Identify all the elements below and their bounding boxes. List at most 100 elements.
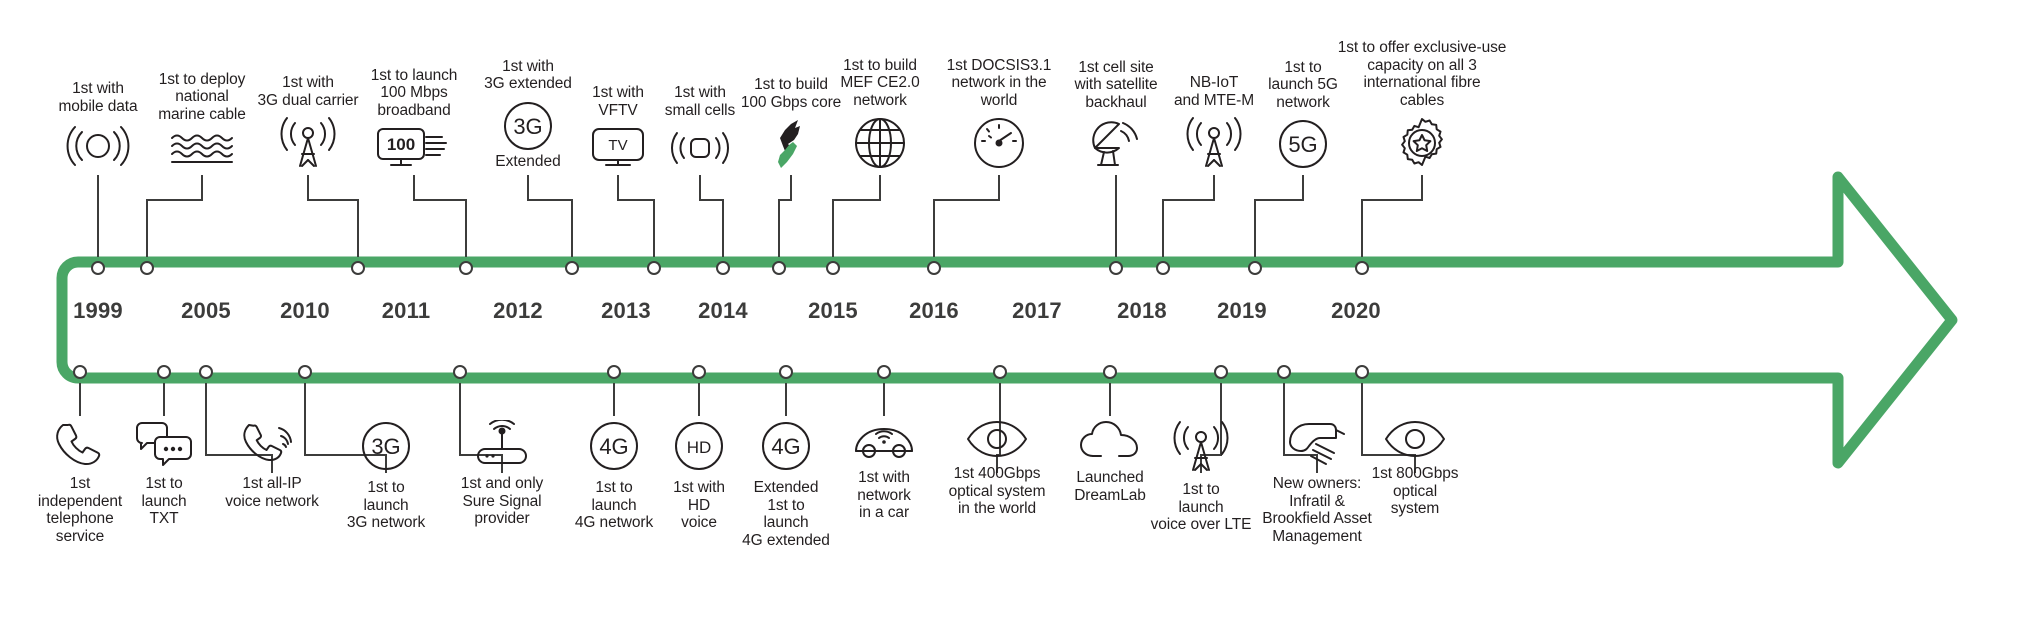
milestone-label: 1st to launch 5G network <box>1268 58 1338 111</box>
circle-3g-icon: 3G <box>448 100 608 152</box>
circle-hd-icon: HD <box>639 420 759 472</box>
milestone-label: 1st 800Gbps optical system <box>1371 465 1459 517</box>
milestone-label: 1st to build MEF CE2.0 network <box>840 56 920 109</box>
milestone-label: 1st DOCSIS3.1 network in the world <box>946 56 1052 109</box>
svg-text:TV: TV <box>608 137 627 154</box>
timeline-tick-dot <box>298 365 312 379</box>
top-milestone-7: 1st to build 100 Gbps core <box>711 0 871 170</box>
top-milestone-5: 1st with VFTV TV <box>543 0 693 170</box>
tv-icon: TV <box>543 126 693 170</box>
cell-tower-icon <box>1139 116 1289 170</box>
top-milestone-12: 1st to launch 5G network 5G <box>1233 0 1373 170</box>
bottom-milestone-7: 4G Extended 1st to launch 4G extended <box>706 420 866 549</box>
top-milestone-13: 1st to offer exclusive-use capacity on a… <box>1287 0 1557 170</box>
circle-5g-icon: 5G <box>1233 118 1373 170</box>
timeline-tick-dot <box>1355 261 1369 275</box>
timeline-tick-dot <box>927 261 941 275</box>
waves-icon <box>122 130 282 170</box>
year-label-2020: 2020 <box>1331 298 1381 323</box>
milestone-label: 1st cell site with satellite backhaul <box>1074 58 1158 111</box>
satellite-dish-icon <box>1034 118 1199 170</box>
year-label-2015: 2015 <box>808 298 858 323</box>
bottom-milestone-8: 1st with network in a car <box>814 420 954 522</box>
eye-icon <box>1340 420 1490 458</box>
milestone-label: 1st with HD voice <box>673 479 725 531</box>
milestone-label: 1st independent telephone service <box>37 475 123 545</box>
timeline-tick-dot <box>351 261 365 275</box>
milestone-sublabel: Extended <box>495 152 561 170</box>
svg-text:HD: HD <box>687 438 712 457</box>
milestone-label: NB-IoT and MTE-M <box>1173 74 1255 109</box>
top-milestone-11: NB-IoT and MTE-M <box>1139 0 1289 170</box>
svg-text:4G: 4G <box>599 434 628 459</box>
svg-text:5G: 5G <box>1288 132 1317 157</box>
svg-text:100: 100 <box>387 135 415 154</box>
timeline-tick-dot <box>565 261 579 275</box>
milestone-label: 1st with mobile data <box>58 80 138 115</box>
bottom-milestone-4: 1st and only Sure Signal provider <box>422 420 582 528</box>
small-cell-icon <box>625 126 775 170</box>
globe-icon <box>800 116 960 170</box>
year-label-2014: 2014 <box>698 298 748 323</box>
bottom-milestone-1: 1st to launch TXT <box>99 420 229 528</box>
top-milestone-8: 1st to build MEF CE2.0 network <box>800 0 960 170</box>
timeline-tick-dot <box>1109 261 1123 275</box>
timeline-tick-dot <box>1248 261 1262 275</box>
top-milestone-10: 1st cell site with satellite backhaul <box>1034 0 1199 170</box>
eye-icon <box>915 420 1080 458</box>
year-label-2011: 2011 <box>381 298 431 323</box>
timeline-tick-dot <box>772 261 786 275</box>
bottom-milestone-12: New owners: Infratil & Brookfield Asset … <box>1220 420 1415 545</box>
circle-4g-icon: 4G <box>706 420 866 472</box>
bottom-milestone-0: 1st independent telephone service <box>5 420 155 545</box>
milestone-label: 1st to offer exclusive-use capacity on a… <box>1337 39 1507 109</box>
milestone-label: Extended 1st to launch 4G extended <box>742 479 830 549</box>
monitor-100-icon: 100 <box>334 126 494 170</box>
milestone-label: 1st to launch TXT <box>141 475 187 527</box>
year-label-1999: 1999 <box>73 298 123 323</box>
speedometer-icon <box>912 116 1087 170</box>
milestone-label: 1st to build 100 Gbps core <box>740 76 842 111</box>
milestone-label: Launched DreamLab <box>1074 469 1146 504</box>
milestone-label: 1st with 3G extended <box>484 57 572 93</box>
timeline-tick-dot <box>1214 365 1228 379</box>
timeline-tick-dot <box>140 261 154 275</box>
cloud-icon <box>1035 420 1185 462</box>
milestone-label: 1st with network in a car <box>857 469 911 521</box>
milestone-label: 1st to launch 100 Mbps broadband <box>370 66 458 119</box>
timeline-tick-dot <box>607 365 621 379</box>
cell-tower-icon <box>223 116 393 170</box>
phone-handset-icon <box>5 420 155 468</box>
timeline-tick-dot <box>73 365 87 379</box>
timeline-tick-dot <box>779 365 793 379</box>
timeline-tick-dot <box>157 365 171 379</box>
milestone-label: 1st with 3G dual carrier <box>257 74 359 109</box>
timeline-tick-dot <box>993 365 1007 379</box>
milestone-label: 1st 400Gbps optical system in the world <box>948 465 1046 517</box>
circle-3g-icon: 3G <box>311 420 461 472</box>
timeline-tick-dot <box>826 261 840 275</box>
year-label-2016: 2016 <box>909 298 959 323</box>
year-label-2018: 2018 <box>1117 298 1167 323</box>
timeline-tick-dot <box>91 261 105 275</box>
timeline-tick-dot <box>199 365 213 379</box>
phone-signal-icon <box>190 420 355 468</box>
bottom-milestone-11: 1st to launch voice over LTE <box>1121 420 1281 534</box>
milestone-label: 1st with VFTV <box>592 84 644 119</box>
top-milestone-2: 1st with 3G dual carrier <box>223 0 393 170</box>
milestone-label: 1st and only Sure Signal provider <box>460 475 544 527</box>
cell-tower-icon <box>1121 420 1281 474</box>
year-label-2013: 2013 <box>601 298 651 323</box>
milestone-label: 1st all-IP voice network <box>225 475 319 510</box>
milestone-label: 1st to launch voice over LTE <box>1150 481 1252 533</box>
year-label-2019: 2019 <box>1217 298 1267 323</box>
bottom-milestone-9: 1st 400Gbps optical system in the world <box>915 420 1080 518</box>
bottom-milestone-13: 1st 800Gbps optical system <box>1340 420 1490 518</box>
top-milestone-6: 1st with small cells <box>625 0 775 170</box>
year-label-2012: 2012 <box>493 298 543 323</box>
bottom-milestone-2: 1st all-IP voice network <box>190 420 355 510</box>
timeline-tick-dot <box>459 261 473 275</box>
